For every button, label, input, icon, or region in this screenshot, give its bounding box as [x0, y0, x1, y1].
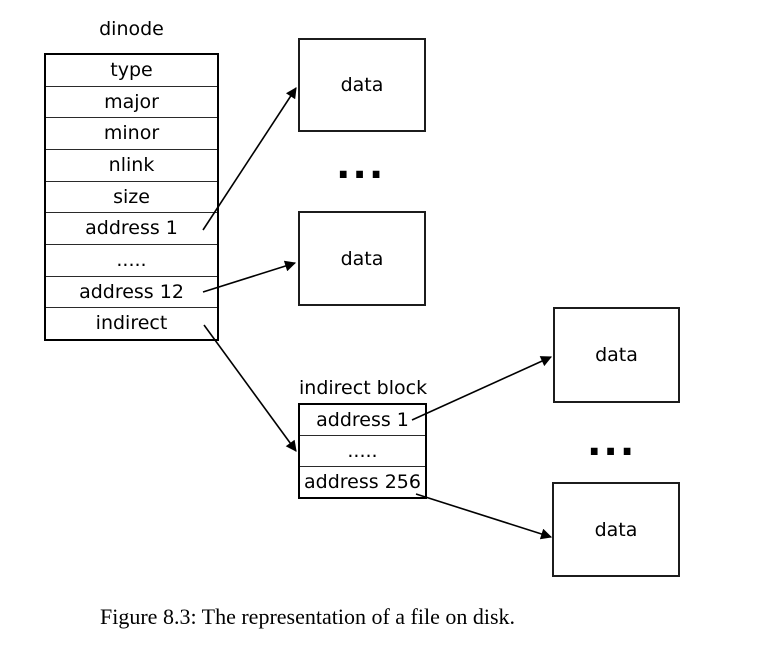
- arrow-indirect-address1-to-data: [411, 356, 553, 421]
- dinode-label: dinode: [99, 18, 164, 40]
- arrow-address256-to-data: [415, 493, 553, 540]
- dinode-row-nlink: nlink: [46, 150, 217, 182]
- dinode-row-size: size: [46, 182, 217, 214]
- indirect-row-ellipsis: .....: [300, 436, 425, 467]
- figure-caption: Figure 8.3: The representation of a file…: [100, 604, 516, 629]
- dinode-row-ellipsis: .....: [46, 245, 217, 277]
- dinode-row-indirect: indirect: [95, 312, 168, 335]
- indirect-row-address-1: address 1: [300, 405, 425, 436]
- indirect-block-label: indirect block: [299, 377, 428, 399]
- ellipsis-top: ...: [336, 143, 386, 187]
- dinode-row-minor: minor: [46, 118, 217, 151]
- data-box-2: data: [298, 211, 426, 306]
- dinode-row-address-1: address 1: [46, 213, 217, 246]
- dinode-row-type: type: [46, 55, 217, 87]
- indirect-block-table: address 1 ..... address 256: [298, 403, 427, 499]
- data-box-3: data: [553, 307, 680, 403]
- dinode-table: type major minor nlink size address 1 ..…: [44, 53, 219, 341]
- indirect-row-address-256: address 256: [304, 470, 421, 493]
- data-box-1: data: [298, 38, 426, 132]
- data-box-4: data: [552, 482, 680, 577]
- ellipsis-right: ...: [587, 420, 637, 464]
- dinode-row-major: major: [46, 87, 217, 119]
- arrow-indirect-to-indirect-block: [203, 324, 297, 452]
- dinode-row-address-12: address 12: [46, 277, 217, 309]
